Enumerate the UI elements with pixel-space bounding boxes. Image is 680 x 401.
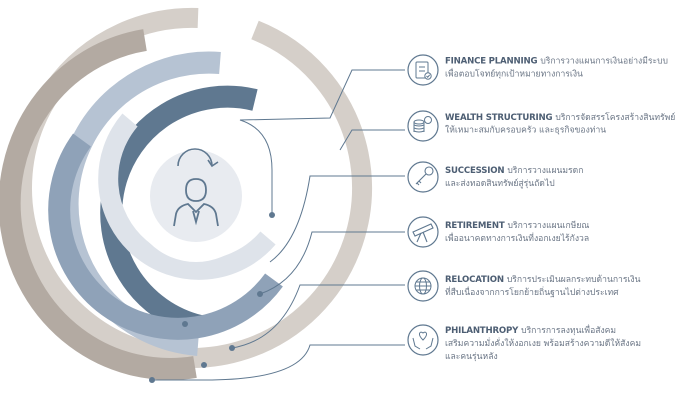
connector-retirement <box>259 231 405 295</box>
checklist-icon <box>415 61 432 80</box>
dot-retirement <box>257 291 263 297</box>
service-title: WEALTH STRUCTURING <box>445 113 553 123</box>
connector-dots <box>149 212 275 383</box>
dot-succession <box>201 362 207 368</box>
service-title: SUCCESSION <box>445 166 504 176</box>
globe-icon <box>414 277 432 295</box>
service-line: บริการจัดสรรโครงสร้างสินทรัพย์ <box>555 112 675 123</box>
person-icon <box>173 178 219 227</box>
dot-philanthropy <box>149 377 155 383</box>
service-line: เสริมความมั่งคั่งให้งอกเงย พร้อมสร้างควา… <box>445 337 641 349</box>
cycle-arrow-icon <box>177 148 219 168</box>
service-line: ที่สืบเนื่องจากการโยกย้ายถิ่นฐานไปต่างปร… <box>445 286 619 298</box>
coins-icon <box>413 116 432 133</box>
center-circle <box>150 150 242 242</box>
service-title: RELOCATION <box>445 275 504 285</box>
dot-relocation <box>229 345 235 351</box>
mid-blue-arc-ring <box>48 133 283 340</box>
service-line: เพื่ออนาคตทางการเงินที่งอกเงยไร้กังวล <box>445 232 589 244</box>
service-line: บริการวางแผนการเงินอย่างมีระบบ <box>540 56 668 67</box>
service-line: และคนรุ่นหลัง <box>445 352 498 362</box>
connector-finance <box>239 69 405 215</box>
service-title: RETIREMENT <box>445 221 505 231</box>
wealth-icon-circle <box>407 110 439 142</box>
telescope-icon <box>412 223 434 243</box>
connector-succession <box>269 175 405 263</box>
connector-lines <box>152 69 405 381</box>
service-line: บริการวางแผนเกษียณ <box>508 220 590 231</box>
service-line: เพื่อตอบโจทย์ทุกเป้าหมายทางการเงิน <box>445 68 583 80</box>
service-line: บริการการลงทุนเพื่อสังคม <box>521 324 616 336</box>
dot-finance <box>269 212 275 218</box>
key-icon <box>415 166 434 186</box>
service-line: บริการวางแผนมรดก <box>507 166 583 176</box>
taupe-arc-ring <box>0 29 197 380</box>
connector-philanthropy <box>152 344 405 381</box>
connector-relocation <box>231 284 405 349</box>
service-line: บริการประเมินผลกระทบด้านการเงิน <box>507 274 641 285</box>
pale-arc-ring <box>98 113 276 280</box>
service-line: ให้เหมาะสมกับครอบครัว และธุรกิจของท่าน <box>445 125 606 136</box>
connector-wealth <box>339 129 405 151</box>
service-icon-circles <box>407 54 439 356</box>
hands-heart-icon <box>412 331 434 350</box>
service-line: และส่งทอดสินทรัพย์สู่รุ่นถัดไป <box>445 178 555 189</box>
dot-wealth <box>182 321 188 327</box>
service-title: PHILANTHROPY <box>445 326 519 336</box>
service-title: FINANCE PLANNING <box>445 57 537 67</box>
finance-icon-circle <box>407 54 439 86</box>
